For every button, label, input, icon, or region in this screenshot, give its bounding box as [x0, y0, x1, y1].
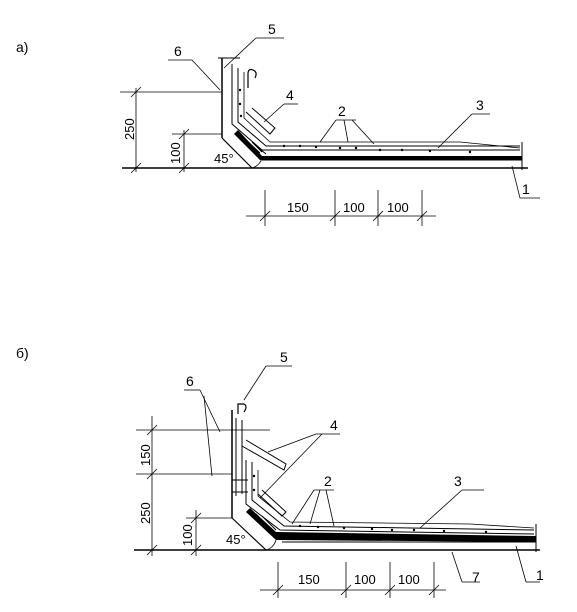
figure-b-label: б) [16, 345, 29, 361]
figure-b-horizontal-dims [260, 562, 446, 598]
figure-a-callout-2: 2 [338, 103, 346, 119]
figure-b-callout-4: 4 [330, 417, 338, 433]
figure-b-dim-h-100-first: 100 [354, 572, 376, 587]
figure-a-label: а) [16, 39, 28, 55]
figure-b-callout-3: 3 [454, 473, 462, 489]
figure-a-horizontal-dims [246, 190, 436, 226]
figure-b-screed-dots [252, 474, 488, 534]
figure-b-fillet [246, 508, 536, 542]
figure-a-membrane [231, 64, 521, 151]
figure-b-dim-250: 250 [138, 502, 153, 524]
figure-a-dim-100-first: 100 [343, 200, 365, 215]
figure-b-angle-label: 45° [226, 532, 246, 547]
figure-b-membrane [245, 460, 535, 535]
figure-a-dim-100: 100 [168, 142, 183, 164]
figure-b-callout-6: 6 [186, 373, 194, 389]
figure-b-leaders [184, 365, 540, 583]
figure-a-fillet [234, 130, 522, 160]
figure-a-dim-100-second: 100 [387, 200, 409, 215]
figure-b-clamp-hook [237, 403, 247, 414]
figure-a-vertical-dims [120, 86, 222, 174]
figure-b-dim-h-100-second: 100 [398, 572, 420, 587]
figure-b-lower-flashing [257, 489, 287, 517]
figure-a-clamp-hook [247, 68, 257, 88]
figure-b: б) [16, 345, 544, 598]
figure-a: а) [16, 21, 540, 226]
figure-a-callout-4: 4 [286, 87, 294, 103]
figure-a-screed-dots [238, 88, 472, 154]
figure-a-callout-3: 3 [476, 97, 484, 113]
figure-b-vertical-dims [136, 416, 270, 556]
figure-b-callout-1: 1 [536, 567, 544, 583]
figure-b-callout-2: 2 [324, 473, 332, 489]
figure-b-parapet-wall [231, 410, 267, 551]
figure-a-flashing [245, 107, 276, 135]
figure-b-dim-150: 150 [138, 444, 153, 466]
figure-a-dim-150: 150 [287, 200, 309, 215]
figure-a-parapet-wall [218, 57, 253, 169]
figure-b-callout-5: 5 [280, 349, 288, 365]
figure-b-callout-7: 7 [472, 569, 480, 585]
figure-a-callout-6: 6 [174, 43, 182, 59]
figure-a-dim-250: 250 [122, 118, 137, 140]
figure-a-callout-5: 5 [268, 21, 276, 37]
figure-a-callout-1: 1 [522, 181, 530, 197]
figure-b-dim-100: 100 [180, 524, 195, 546]
figure-a-angle-arc [251, 157, 263, 169]
figure-a-leaders [168, 37, 540, 199]
figure-a-angle-label: 45° [214, 151, 234, 166]
figure-b-dim-h-150: 150 [298, 572, 320, 587]
figure-b-angle-arc [265, 539, 277, 551]
figure-b-upper-flashing [232, 418, 287, 496]
